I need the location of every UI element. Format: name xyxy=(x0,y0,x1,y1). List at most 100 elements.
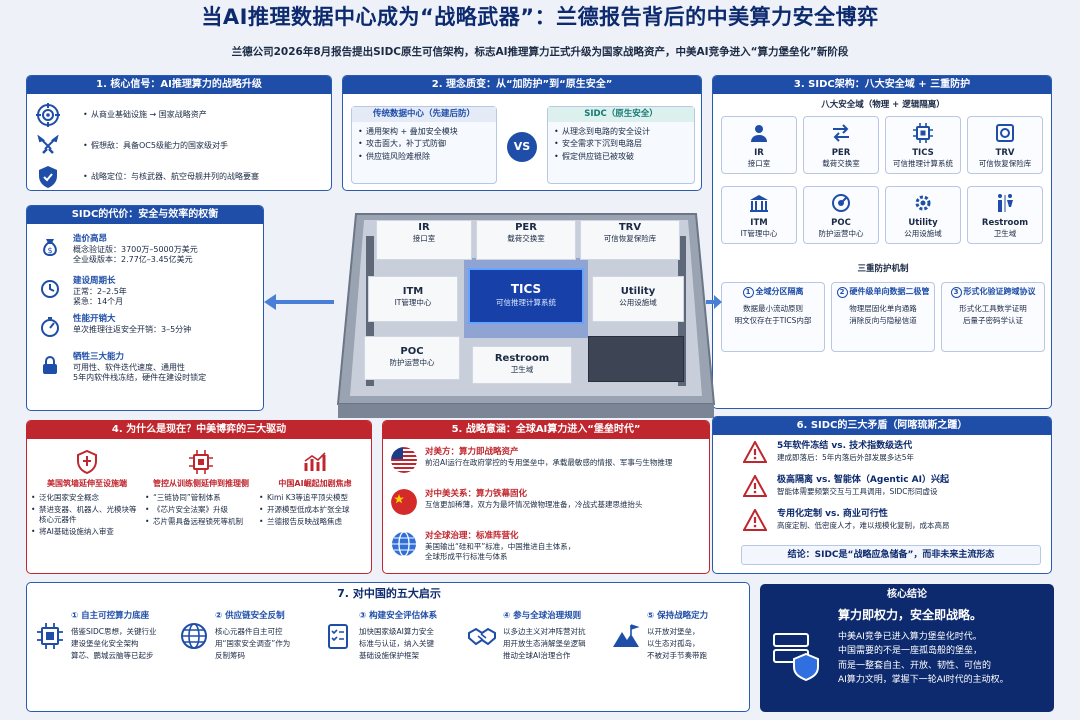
cost-line: 概念验证版：3700万–5000万美元 xyxy=(73,245,198,255)
insight-line: 以生态对孤岛， xyxy=(647,639,700,649)
vs-badge: VS xyxy=(507,132,537,162)
warning-icon xyxy=(742,473,768,500)
driver-column: 管控从训练侧延伸到推理侧 “三链协同”管制体系《芯片安全法案》升级芯片需具备远程锁… xyxy=(145,449,257,529)
traditional-dc-title: 传统数据中心（先建后防） xyxy=(352,107,496,122)
layer-title: 硬件级单向数据二极管 xyxy=(849,287,930,296)
insight-title: 保持战略定力 xyxy=(657,611,709,621)
zone-code: PER xyxy=(831,148,851,158)
target-icon xyxy=(33,100,63,130)
zone-name: 可信推理计算系统 xyxy=(893,159,953,169)
core-conclusion-line: 而是一整套自主、开放、韧性、可信的 xyxy=(838,660,992,671)
warning-icon xyxy=(742,507,768,534)
vault-icon xyxy=(968,120,1042,146)
core-signal-item: 假想敌：具备OC5级能力的国家级对手 xyxy=(33,131,331,161)
server-racks xyxy=(588,336,684,382)
cost-title: 牺牲三大能力 xyxy=(73,352,125,362)
zone-code: Utility xyxy=(908,218,938,228)
insight-line: 用“国家安全调查”作为 xyxy=(215,639,291,649)
core-signal-text: 战略定位：与核武器、航空母舰并列的战略要塞 xyxy=(83,172,259,183)
insight-number: ① xyxy=(71,611,79,621)
core-signal-text: 从商业基础设施 → 国家战略资产 xyxy=(83,110,207,121)
contradiction-item: 专用化定制 vs. 商业可行性高度定制、低密度人才，难以规模化复制，成本高昂 xyxy=(777,509,1047,530)
zone-name: 防护运营中心 xyxy=(818,229,864,239)
panel-three-drivers: 4. 为什么是现在？中美博弈的三大驱动 美国筑墙延伸至设施端泛化国家安全概念禁进… xyxy=(26,420,372,574)
insight-item: ③ 构建安全评估体系加快国家级AI算力安全标准与认证，纳入关键基础设施保护框架 xyxy=(323,611,463,705)
core-signal-item: 战略定位：与核武器、航空母舰并列的战略要塞 xyxy=(33,162,331,190)
shield-icon xyxy=(33,162,63,190)
cost-line: 单次推理往返安全开销：3–5分钟 xyxy=(73,325,192,335)
cost-item: $造价高昂概念验证版：3700万–5000万美元全业级版本：2.77亿–3.45… xyxy=(35,234,198,266)
layer-number: 3 xyxy=(950,287,962,298)
core-conclusion-line: AI算力文明，掌握下一轮AI时代的主动权。 xyxy=(838,675,1009,686)
insight-item: ① 自主可控算力底座借鉴SIDC思想，关键行业建设堡垒化安全架构算芯、鹏城云脑等… xyxy=(35,611,175,705)
driver-item: Kimi K3等追平顶尖模型 xyxy=(259,493,371,503)
sword-icon xyxy=(33,131,63,161)
zone-code: Restroom xyxy=(981,218,1029,228)
layer-number: 1 xyxy=(742,287,754,298)
insight-line: 用开放生态消解堡垒逻辑 xyxy=(503,639,586,649)
insight-line: 以开放对堡垒， xyxy=(647,627,700,637)
insight-item: ⑤ 保持战略定力以开放对堡垒， 以生态对孤岛， 不被对手节奏带跑 xyxy=(611,611,749,705)
layer-title: 形式化验证跨域协议 xyxy=(963,287,1036,296)
contradiction-item: 5年软件冻结 vs. 技术指数级迭代建成即落后：5年内落后外部发展多达5年 xyxy=(777,441,1047,462)
meaning-line: 互信更加稀薄，双方为最坏情况做物理准备，冷战式基建思维抬头 xyxy=(425,500,643,510)
driver-column: 中国AI崛起加剧焦虑Kimi K3等追平顶尖模型开源模型低成本扩张全球兰德报告反… xyxy=(259,449,371,529)
zones-title: 八大安全域（物理 + 逻辑隔离） xyxy=(821,100,945,110)
cost-item: 建设周期长正常：2–2.5年紧急：14个月 xyxy=(35,276,127,308)
insight-number: ⑤ xyxy=(647,611,655,621)
contradiction-title: 专用化定制 vs. 商业可行性 xyxy=(777,509,888,519)
panel-three-drivers-header: 4. 为什么是现在？中美博弈的三大驱动 xyxy=(27,421,371,439)
cost-line: 全业级版本：2.77亿–3.45亿美元 xyxy=(73,255,193,265)
layer-line: 消除反向与隐秘信道 xyxy=(849,315,917,325)
driver-title: 中国AI崛起加剧焦虑 xyxy=(278,479,352,488)
insight-line: 推动全球AI治理合作 xyxy=(503,651,571,661)
panel-core-conclusion: 核心结论 算力即权力，安全即战略。 中美AI竞争已进入算力堡垒化时代。 中国需要… xyxy=(760,584,1054,712)
panel-sidc-cost-header: SIDC的代价：安全与效率的权衡 xyxy=(27,206,263,224)
insight-line: 标准与认证，纳入关键 xyxy=(359,639,434,649)
gear-icon xyxy=(886,190,960,216)
layer-title: 全域分区隔离 xyxy=(755,287,804,296)
panel-sidc-architecture: 3. SIDC架构：八大安全域 + 三重防护 八大安全域（物理 + 逻辑隔离） … xyxy=(712,75,1052,409)
panel-contradictions: 6. SIDC的三大矛盾（阿喀琉斯之踵） 5年软件冻结 vs. 技术指数级迭代建… xyxy=(712,416,1052,574)
sidc-box-title: SIDC（原生安全） xyxy=(548,107,694,122)
sidc-box-item: 安全需求下沉到电路层 xyxy=(554,139,688,150)
driver-item: “三链协同”管制体系 xyxy=(145,493,257,503)
contradiction-title: 5年软件冻结 vs. 技术指数级迭代 xyxy=(777,441,913,451)
lock-icon xyxy=(35,352,65,378)
insight-number: ② xyxy=(215,611,223,621)
meaning-title: 对中美关系：算力铁幕固化 xyxy=(425,489,528,499)
contradiction-desc: 建成即落后：5年内落后外部发展多达5年 xyxy=(777,452,915,462)
chart-icon xyxy=(259,449,371,475)
insight-title: 供应链安全反制 xyxy=(225,611,285,621)
chip-icon xyxy=(145,449,257,475)
zone-name: IT管理中心 xyxy=(740,229,778,239)
core-conclusion-header: 核心结论 xyxy=(887,589,927,600)
contradictions-conclusion: 结论：SIDC是“战略应急储备”，而非未来主流形态 xyxy=(741,545,1041,565)
sidc-box-item: 假定供应链已被攻破 xyxy=(554,152,688,163)
insight-line: 借鉴SIDC思想，关键行业 xyxy=(71,627,157,637)
insight-number: ④ xyxy=(503,611,511,621)
zone-name: 公用设施域 xyxy=(904,229,942,239)
zone-code: POC xyxy=(831,218,851,228)
driver-item: 禁进变器、机器人、光模块等核心元器件 xyxy=(31,505,143,525)
driver-item: 芯片需具备远程锁死等机制 xyxy=(145,517,257,527)
page-subtitle: 兰德公司2026年8月报告提出SIDC原生可信架构，标志AI推理算力正式升级为国… xyxy=(231,46,849,58)
layer-line: 物理层固化单向通路 xyxy=(849,304,917,313)
checklist-icon xyxy=(323,621,353,654)
driver-title: 管控从训练侧延伸到推理侧 xyxy=(153,479,249,488)
layers-title: 三重防护机制 xyxy=(857,264,909,274)
insight-line: 不被对手节奏带跑 xyxy=(647,651,707,661)
zone-code: TRV xyxy=(995,148,1015,158)
core-signal-text: 假想敌：具备OC5级能力的国家级对手 xyxy=(83,141,228,152)
cost-title: 性能开销大 xyxy=(73,314,116,324)
driver-item: 《芯片安全法案》升级 xyxy=(145,505,257,515)
